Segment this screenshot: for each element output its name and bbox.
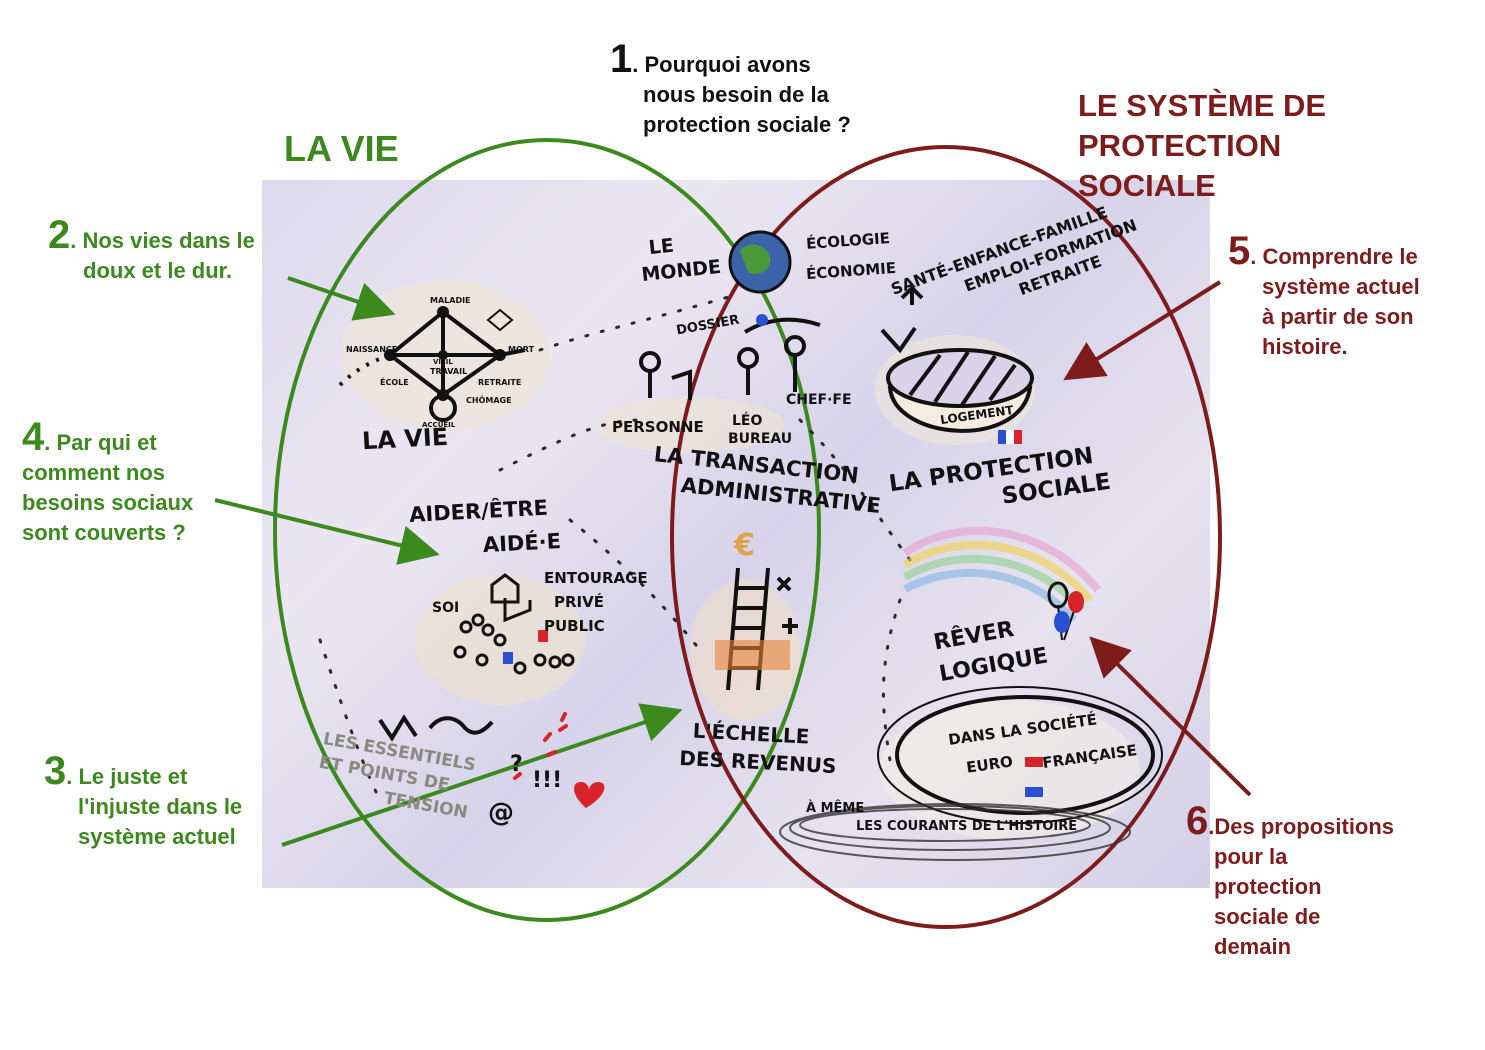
sketch-line: PRIVÉ	[554, 593, 604, 611]
courants-label: À MÊME LES COURANTS DE L'HISTOIRE	[806, 800, 1077, 836]
callout-text: . Par qui et	[44, 430, 157, 455]
euro-icon: €	[734, 528, 755, 563]
society-flag-icon	[1025, 757, 1043, 797]
life-node-naissance: NAISSANCE	[346, 345, 398, 354]
callout-number: 4	[22, 415, 45, 459]
callout-3: 3. Le juste et l'injuste dans le système…	[44, 751, 243, 852]
scribble-doodle	[378, 714, 494, 742]
callout-text: . Pourquoi avons	[632, 52, 811, 77]
callout-text: pour la	[1214, 844, 1288, 869]
sources-label: ENTOURAGE PRIVÉ PUBLIC	[544, 566, 648, 638]
callout-number: 2	[48, 213, 71, 257]
life-network-nodes	[384, 306, 506, 401]
callout-6: 6.Des propositions pour la protection so…	[1186, 801, 1395, 962]
life-node-vieil: VIEIL	[433, 358, 453, 366]
question-mark: ?	[510, 752, 523, 777]
le-monde-label: LE MONDE	[638, 228, 723, 288]
callout-number: 3	[44, 749, 67, 793]
callout-text: à partir de son	[1262, 304, 1414, 329]
leo-bureau-label: LÉO BUREAU	[728, 412, 792, 448]
callout-5: 5. Comprendre le système actuel à partir…	[1228, 231, 1420, 362]
exclamation-marks: !!!	[532, 768, 563, 793]
sketch-line: PUBLIC	[544, 617, 605, 635]
sketch-line: LES COURANTS DE L'HISTOIRE	[856, 819, 1078, 834]
sketch-line: À MÊME	[806, 801, 865, 816]
callout-text: . Le juste et	[66, 764, 188, 789]
callout-number: 5	[1228, 229, 1251, 273]
la-vie-ellipse	[273, 138, 821, 922]
society-oval-outer	[877, 686, 1163, 824]
life-node-travail: TRAVAIL	[430, 367, 468, 376]
callout-1: 1. Pourquoi avons nous besoin de la prot…	[610, 39, 851, 140]
arrow-3	[281, 703, 683, 847]
dossier-dot	[756, 314, 768, 326]
callout-text: protection sociale ?	[643, 112, 851, 137]
history-swirls-doodle	[779, 803, 1131, 861]
life-node-mort: MORT	[508, 345, 535, 354]
callout-text: .Des propositions	[1208, 814, 1395, 839]
echelle-label: L'ÉCHELLE DES REVENUS	[679, 716, 839, 780]
ladder-base-paint	[715, 640, 790, 670]
callout-text: système actuel	[78, 824, 236, 849]
callout-text: système actuel	[1262, 274, 1420, 299]
systeme-heading-line: LE SYSTÈME DE	[1078, 88, 1327, 123]
sketch-line: BUREAU	[728, 431, 793, 447]
heart-icon	[574, 782, 605, 808]
callout-text: demain	[1214, 934, 1292, 959]
arrow-2	[287, 276, 396, 321]
arrow-5	[1063, 280, 1222, 381]
systeme-heading-line: PROTECTION	[1078, 128, 1282, 163]
callout-text: histoire.	[1262, 334, 1348, 359]
callout-4: 4. Par qui et comment nos besoins sociau…	[22, 417, 194, 548]
callout-text: l'injuste dans le	[78, 794, 243, 819]
callout-2: 2. Nos vies dans le doux et le dur.	[48, 215, 255, 286]
chef-fe-label: CHEF·FE	[786, 392, 852, 408]
la-vie-heading: LA VIE	[284, 128, 399, 169]
life-node-accueil: ACCUEIL	[422, 421, 456, 429]
callout-text: doux et le dur.	[83, 258, 233, 283]
callout-text: besoins sociaux	[22, 490, 194, 515]
callout-text: . Comprendre le	[1250, 244, 1418, 269]
basket-flag-icon	[998, 430, 1022, 444]
arrow-6	[1089, 636, 1252, 797]
personne-label: PERSONNE	[612, 418, 704, 436]
balloons-icon	[1047, 581, 1084, 641]
callout-number: 6	[1186, 799, 1209, 843]
callout-text: protection	[1214, 874, 1322, 899]
sketch-line: ENTOURAGE	[544, 569, 648, 587]
callout-text: . Nos vies dans le	[70, 228, 255, 253]
systeme-heading: LE SYSTÈME DE PROTECTION SOCIALE	[1078, 86, 1326, 206]
helpers-doodle	[453, 573, 575, 675]
callout-text: comment nos	[22, 460, 166, 485]
life-node-chomage: CHÔMAGE	[466, 396, 512, 405]
transaction-figures-doodle	[639, 317, 821, 400]
at-sign: @	[488, 798, 514, 828]
red-dots-doodle	[513, 712, 568, 780]
callout-text: nous besoin de la	[643, 82, 829, 107]
sketch-line: LÉO	[732, 413, 763, 429]
callout-number: 1	[610, 37, 633, 81]
systeme-ellipse	[670, 145, 1222, 929]
life-node-retraite: RETRAITE	[478, 378, 522, 387]
helper-blue-mark	[503, 652, 513, 664]
helper-red-mark	[538, 630, 548, 642]
soi-label: SOI	[432, 600, 460, 616]
life-node-ecole: ÉCOLE	[380, 378, 409, 387]
arrow-4	[214, 498, 440, 565]
callout-text: sont couverts ?	[22, 520, 186, 545]
basket-doodle	[880, 285, 1034, 433]
dotted-path	[318, 293, 912, 802]
society-oval	[895, 695, 1155, 815]
aider-label: AIDER/ÊTRE AIDÉ·E	[408, 490, 562, 566]
systeme-heading-line: SOCIALE	[1078, 168, 1216, 203]
rainbow-doodle	[902, 526, 1102, 623]
life-node-maladie: MALADIE	[430, 296, 471, 305]
life-diamond-icon	[486, 308, 514, 332]
globe-icon	[728, 230, 792, 294]
callout-text: sociale de	[1214, 904, 1321, 929]
